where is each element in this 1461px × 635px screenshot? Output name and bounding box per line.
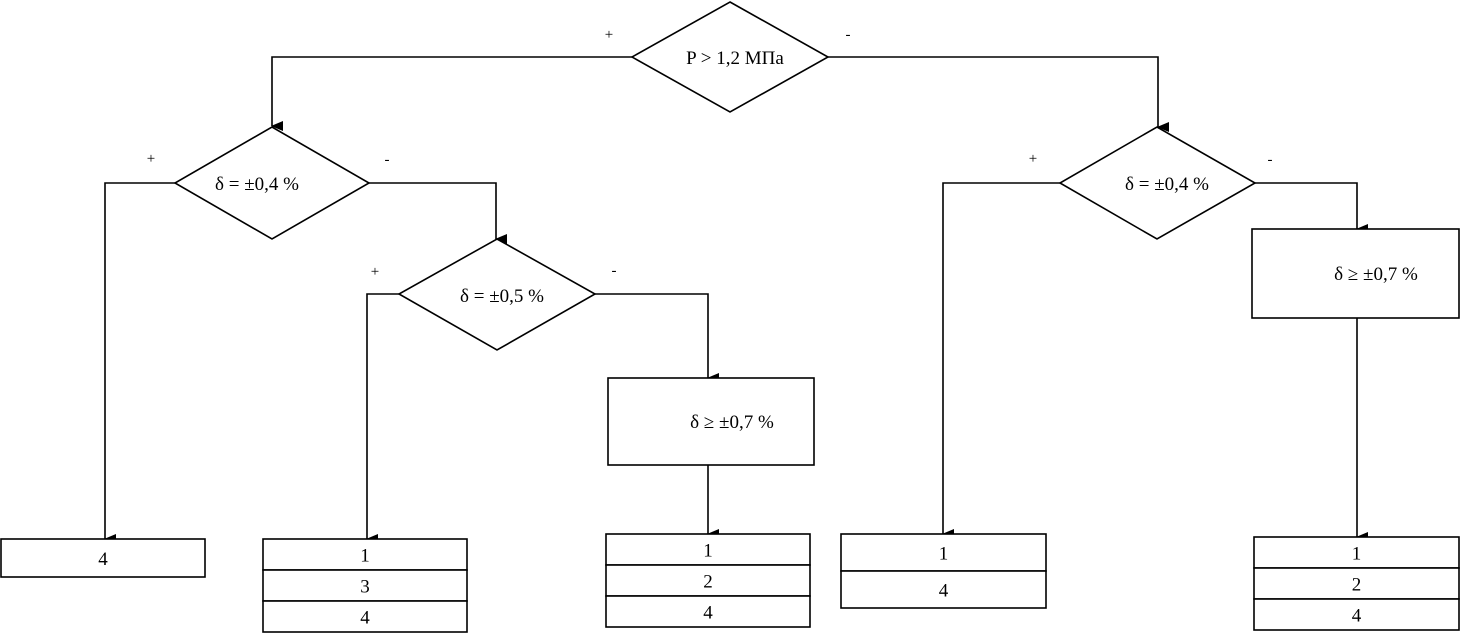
- result-cell-value: 1: [939, 544, 949, 565]
- decision-root: P > 1,2 МПа + -: [605, 1, 851, 113]
- process-left-inner-no-label: δ ≥ ±0,7 %: [690, 412, 774, 433]
- result-cell: [262, 569, 468, 602]
- result-cell-value: 4: [703, 603, 713, 624]
- decision-right-no-sign: -: [1268, 152, 1273, 168]
- result-cell-value: 1: [1352, 544, 1362, 565]
- result-cell-value: 4: [360, 608, 370, 629]
- decision-root-label: P > 1,2 МПа: [686, 48, 784, 69]
- result-box-4: 14: [840, 533, 1047, 609]
- decision-left-inner-yes-sign: +: [371, 264, 379, 280]
- result-cell: [0, 538, 206, 578]
- result-box-5: 1 2 4: [1253, 536, 1460, 631]
- result-cell: [840, 570, 1047, 609]
- edge-left-inner-yes: [366, 293, 399, 544]
- result-cell: [605, 533, 811, 566]
- result-cell-value: 4: [98, 549, 108, 570]
- result-cell-value: 4: [1352, 606, 1362, 627]
- result-cell: [1253, 567, 1460, 600]
- result-cell-value: 1: [360, 546, 370, 567]
- result-box-2: 1 3 4: [262, 538, 468, 633]
- decision-root-yes-sign: +: [605, 27, 613, 43]
- decision-left-inner-label: δ = ±0,5 %: [460, 286, 544, 307]
- decision-left: δ = ±0,4 % + -: [147, 126, 390, 240]
- result-box-1: 4: [0, 538, 206, 578]
- result-cell-value: 2: [703, 572, 713, 593]
- process-left-inner-no: δ ≥ ±0,7 %: [607, 377, 815, 466]
- result-cell: [605, 595, 811, 628]
- decision-left-label: δ = ±0,4 %: [215, 174, 299, 195]
- result-cell-value: 1: [703, 541, 713, 562]
- edge-root-yes: [271, 56, 632, 131]
- edge-left-yes: [104, 182, 175, 544]
- decision-right: δ = ±0,4 % + -: [1029, 126, 1273, 240]
- connectors: [104, 56, 1368, 544]
- result-cell-value: 3: [360, 577, 370, 598]
- decision-left-no-sign: -: [385, 152, 390, 168]
- decision-root-no-sign: -: [846, 27, 851, 43]
- edge-left-inner-no: [595, 293, 719, 383]
- result-cell-value: 4: [939, 581, 949, 602]
- result-cell: [262, 538, 468, 571]
- edge-root-no: [828, 56, 1169, 132]
- edge-right-yes: [942, 182, 1060, 539]
- result-cell: [1253, 598, 1460, 631]
- process-right-no: δ ≥ ±0,7 %: [1251, 228, 1460, 319]
- result-cell: [262, 600, 468, 633]
- edge-right-no: [1255, 182, 1368, 234]
- decision-left-inner: δ = ±0,5 % + -: [371, 238, 617, 351]
- decision-left-yes-sign: +: [147, 151, 155, 167]
- process-right-no-label: δ ≥ ±0,7 %: [1334, 264, 1418, 285]
- decision-right-label: δ = ±0,4 %: [1125, 174, 1209, 195]
- result-box-3: 1 2 4: [605, 533, 811, 628]
- edge-left-no: [369, 182, 507, 244]
- result-cell: [840, 533, 1047, 572]
- decision-right-yes-sign: +: [1029, 151, 1037, 167]
- decision-left-inner-no-sign: -: [612, 263, 617, 279]
- result-cell-value: 2: [1352, 575, 1362, 596]
